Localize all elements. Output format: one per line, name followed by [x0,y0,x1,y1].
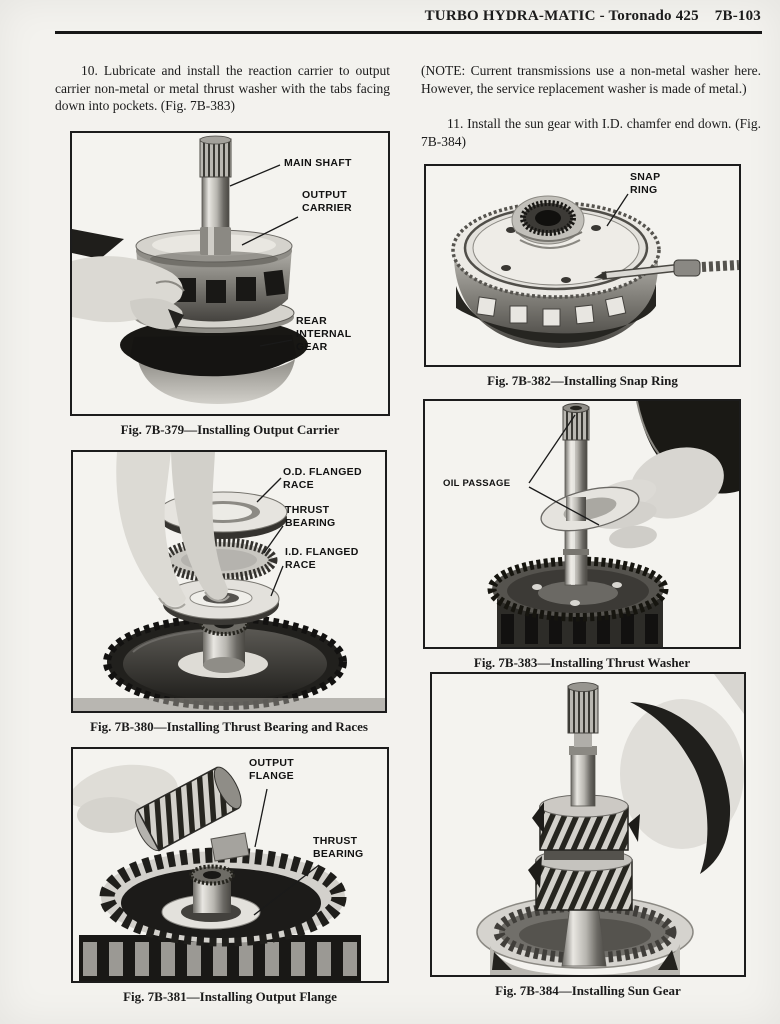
figure-7b-381: OUTPUT FLANGE THRUST BEARING Fig. 7B-381… [71,747,389,1005]
caption-fig-379: Fig. 7B-379—Installing Output Carrier [120,422,340,437]
label-id-flanged-race: I.D. FLANGED RACE [285,546,359,571]
caption-fig-383: Fig. 7B-383—Installing Thrust Washer [473,655,691,670]
caption-fig-384: Fig. 7B-384—Installing Sun Gear [495,983,681,998]
label-snap-ring: SNAP RING [630,171,661,196]
figure-7b-383: OIL PASSAGE Fig. 7B-383—Installing Thrus… [423,399,741,671]
caption-fig-382: Fig. 7B-382—Installing Snap Ring [487,373,678,388]
figure-7b-379: MAIN SHAFT OUTPUT CARRIER REAR INTERNAL … [70,131,390,438]
leader-lines [229,164,299,347]
figure-7b-380: O.D. FLANGED RACE THRUST BEARING I.D. FL… [71,450,387,735]
photo-installing-output-carrier [72,135,308,404]
label-od-flanged-race: O.D. FLANGED RACE [283,466,362,491]
photo-installing-sun-gear [476,674,744,975]
page-number: 7B-103 [714,8,761,24]
label-rear-internal-gear: REAR INTERNAL GEAR [296,315,352,353]
paragraph-step-11: 11. Install the sun gear with I.D. chamf… [421,116,761,149]
figure-7b-382: SNAP RING Fig. 7B-382—Installing Snap Ri… [424,164,741,389]
label-thrust-bearing: THRUST BEARING [285,504,336,529]
label-thrust-bearing: THRUST BEARING [313,835,364,860]
caption-fig-381: Fig. 7B-381—Installing Output Flange [123,989,337,1004]
leader-lines [606,193,629,227]
label-output-carrier: OUTPUT CARRIER [302,189,352,214]
paragraph-note: (NOTE: Current transmissions use a non-m… [421,63,761,96]
photo-installing-thrust-bearing [73,452,385,711]
leader-lines [528,414,600,526]
leader-lines [256,477,284,597]
paragraph-step-10: 10. Lubricate and install the reaction c… [55,63,390,113]
label-oil-passage: OIL PASSAGE [443,478,511,489]
figure-7b-384: Fig. 7B-384—Installing Sun Gear [430,672,746,999]
photo-installing-snap-ring [451,193,739,348]
leader-lines [253,788,320,916]
photo-installing-thrust-washer [487,401,739,647]
caption-fig-380: Fig. 7B-380—Installing Thrust Bearing an… [90,719,368,734]
label-main-shaft: MAIN SHAFT [284,157,352,169]
page-header: TURBO HYDRA-MATIC - Toronado 425 7B-103 [425,8,761,25]
label-output-flange: OUTPUT FLANGE [249,757,294,782]
photo-installing-output-flange [73,764,361,981]
header-rule [55,31,762,34]
page-title: TURBO HYDRA-MATIC - Toronado 425 [424,8,699,24]
